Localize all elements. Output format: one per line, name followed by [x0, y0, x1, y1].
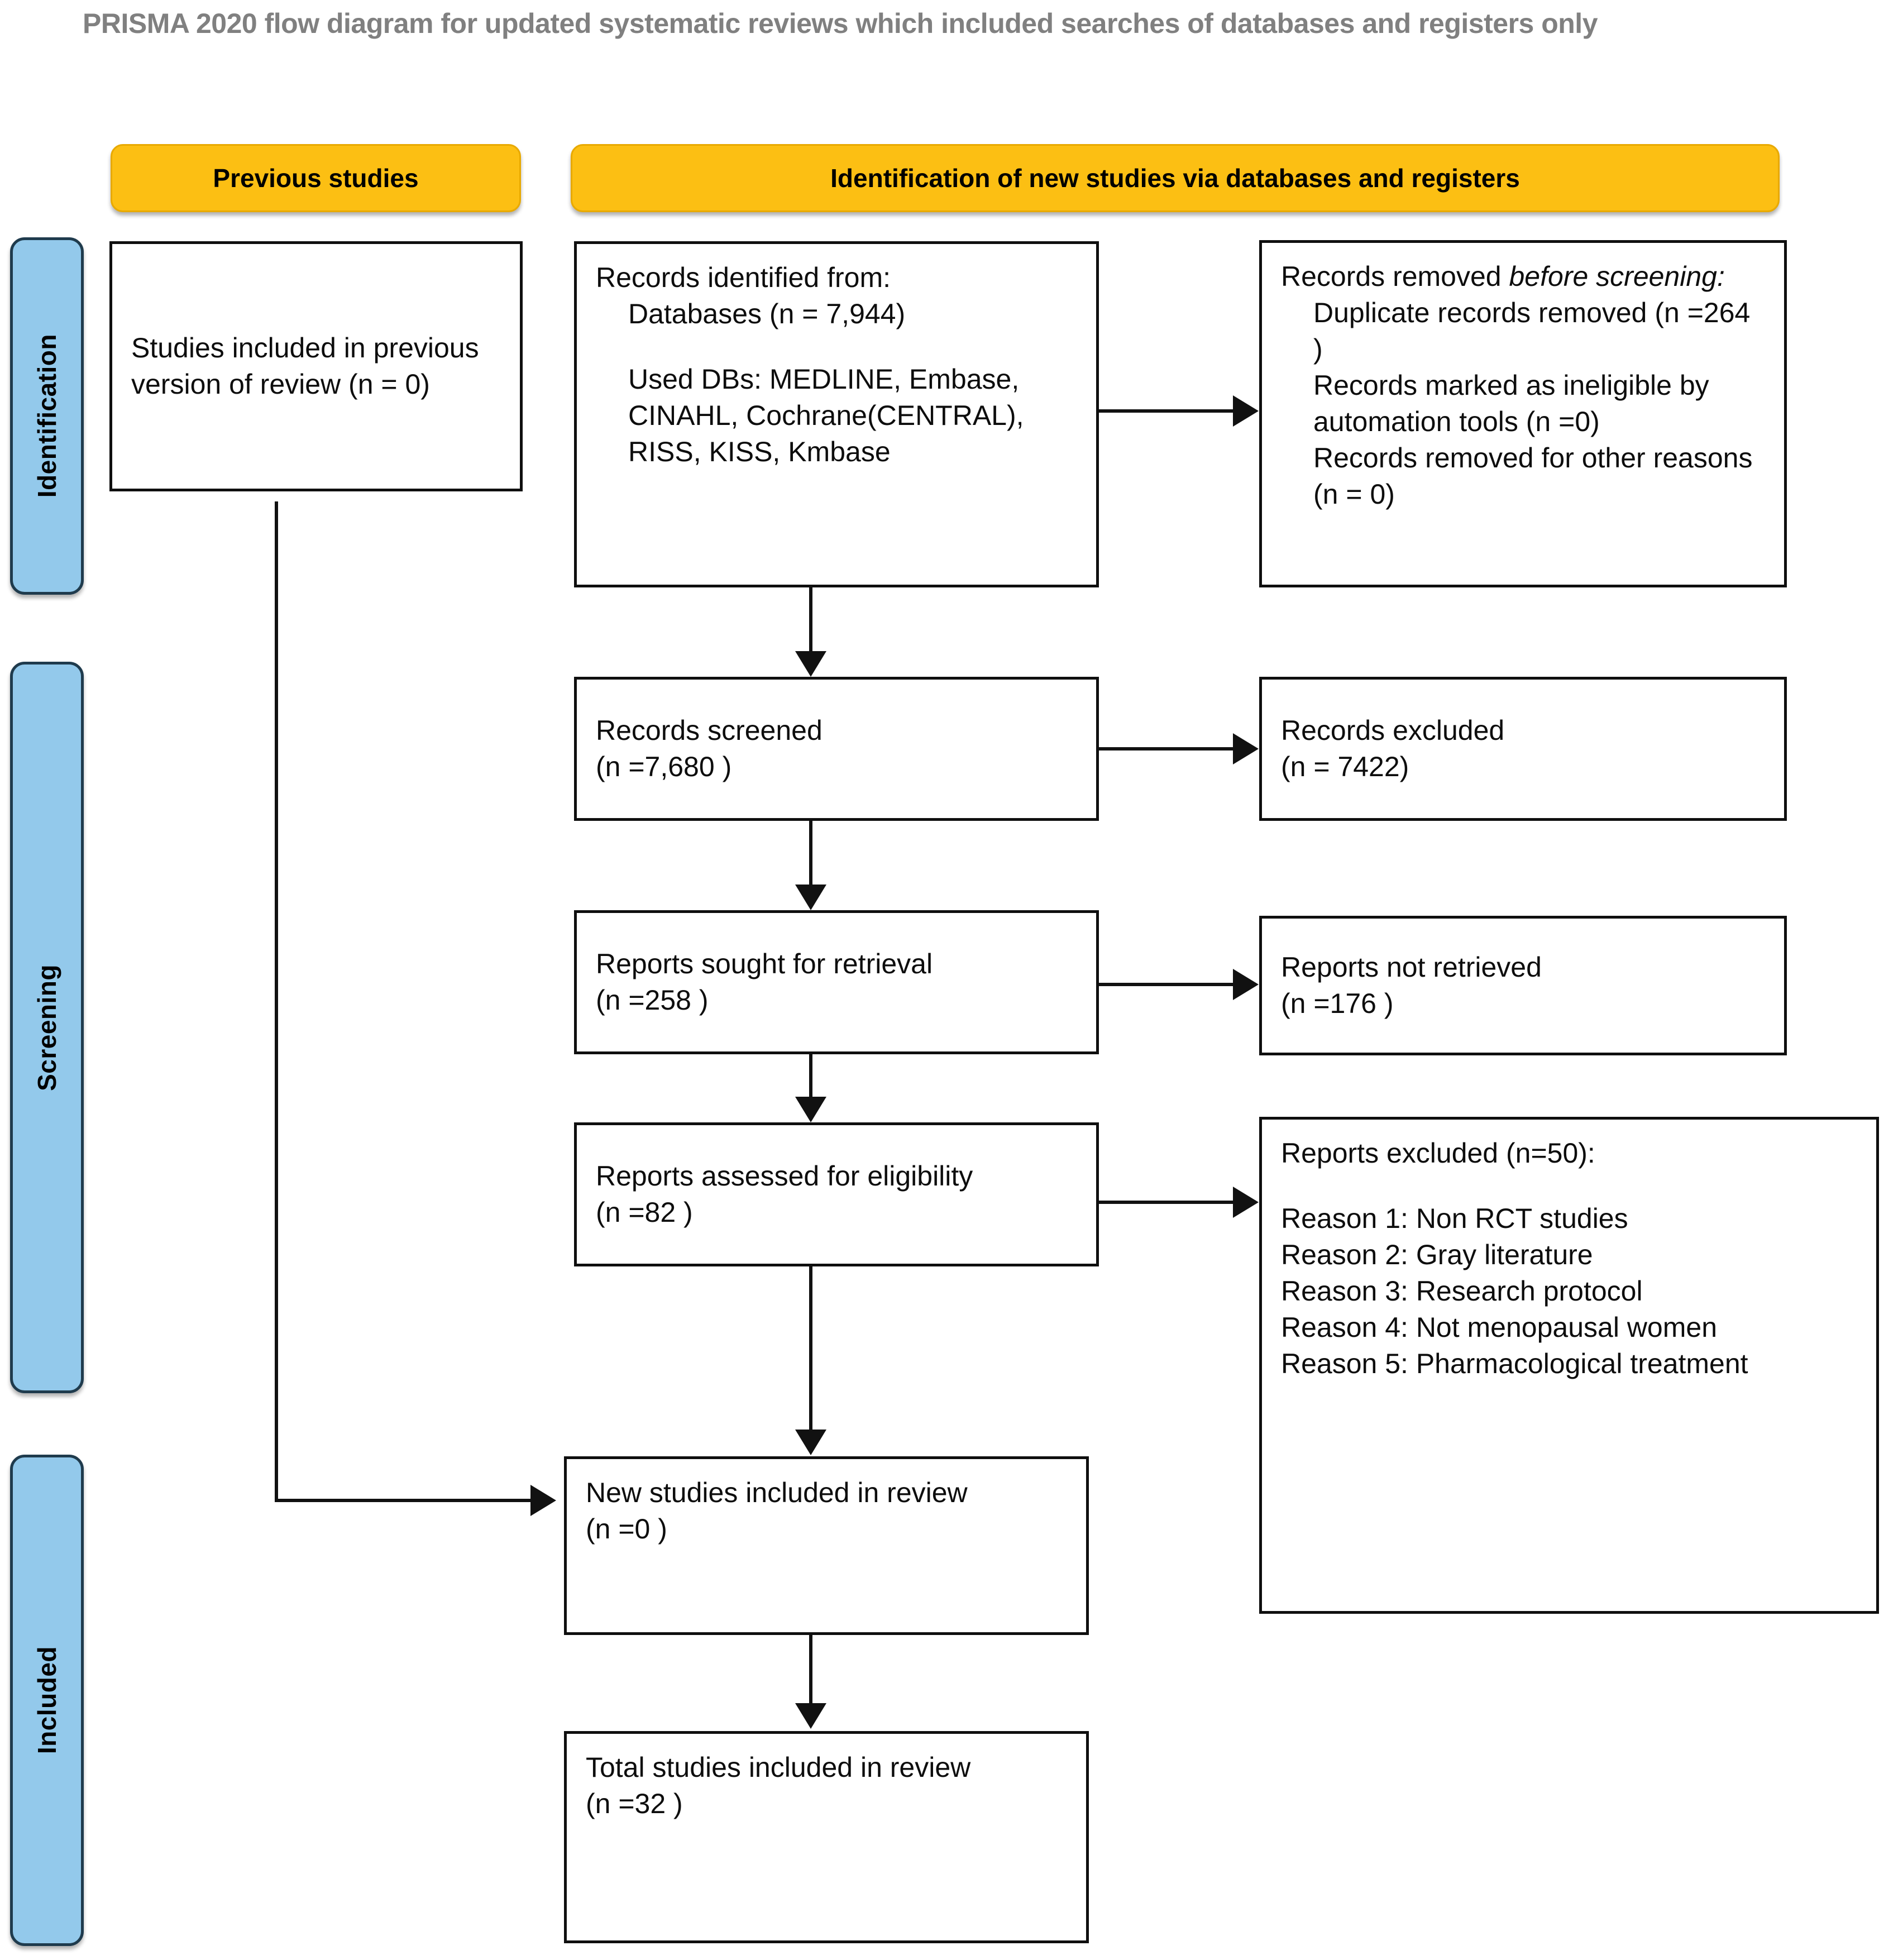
box-reports-excluded: Reports excluded (n=50): Reason 1: Non R… [1259, 1117, 1879, 1614]
box-records-identified-databases: Databases (n = 7,944) [628, 298, 906, 329]
box-reports-excluded-heading: Reports excluded (n=50): [1281, 1137, 1595, 1169]
box-total-studies-included: Total studies included in review (n =32 … [564, 1731, 1089, 1943]
connector-new-to-total-included [809, 1635, 812, 1704]
connector-assessed-to-new-included [809, 1266, 812, 1431]
connector-sought-to-assessed [809, 1054, 812, 1099]
box-records-removed-heading: Records removed before screening: [1281, 259, 1765, 295]
box-previous-studies-included-text: Studies included in previous version of … [131, 332, 479, 400]
box-records-identified-dbs-used: Used DBs: MEDLINE, Embase, CINAHL, Cochr… [628, 364, 1024, 467]
box-reports-not-retrieved-text: Reports not retrieved (n =176 ) [1281, 952, 1542, 1019]
box-reports-not-retrieved: Reports not retrieved (n =176 ) [1259, 916, 1787, 1055]
spacer [1281, 1172, 1857, 1201]
connector-previous-to-new-vertical [275, 501, 278, 1502]
box-total-studies-included-text: Total studies included in review (n =32 … [586, 1752, 971, 1819]
arrowhead-sought-to-not-retrieved [1233, 969, 1259, 1000]
header-previous-studies: Previous studies [111, 144, 521, 212]
box-records-identified-heading: Records identified from: [596, 262, 891, 293]
stage-tab-included: Included [10, 1455, 84, 1946]
header-identification-new-studies-label: Identification of new studies via databa… [830, 164, 1520, 193]
connector-assessed-to-reports-excluded [1099, 1201, 1234, 1204]
box-reports-excluded-reasons: Reason 1: Non RCT studies Reason 2: Gray… [1281, 1203, 1748, 1379]
box-records-screened: Records screened (n =7,680 ) [574, 677, 1099, 821]
page-title: PRISMA 2020 flow diagram for updated sys… [83, 8, 1598, 39]
arrowhead-new-to-total-included [795, 1703, 826, 1729]
stage-tab-identification-label: Identification [32, 334, 61, 498]
box-reports-sought-text: Reports sought for retrieval (n =258 ) [596, 948, 933, 1016]
box-previous-studies-included: Studies included in previous version of … [109, 241, 523, 491]
stage-tab-screening: Screening [10, 662, 84, 1393]
box-records-removed-automation: Records marked as ineligible by automati… [1313, 370, 1709, 437]
stage-tab-identification: Identification [10, 237, 84, 595]
box-records-removed-before-screening: Records removed before screening: Duplic… [1259, 240, 1787, 587]
connector-screened-to-excluded [1099, 747, 1234, 750]
box-records-identified: Records identified from: Databases (n = … [574, 241, 1099, 587]
arrowhead-identified-to-removed [1233, 395, 1259, 427]
arrowhead-screened-to-sought [795, 885, 826, 910]
connector-identified-to-removed [1099, 409, 1234, 413]
stage-tab-screening-label: Screening [32, 964, 61, 1091]
box-records-removed-heading-italic: before screening [1509, 261, 1717, 292]
box-records-removed-other: Records removed for other reasons (n = 0… [1313, 442, 1753, 510]
box-records-screened-text: Records screened (n =7,680 ) [596, 715, 823, 782]
arrowhead-identified-to-screened [795, 651, 826, 677]
box-records-excluded: Records excluded (n = 7422) [1259, 677, 1787, 821]
box-reports-sought-for-retrieval: Reports sought for retrieval (n =258 ) [574, 910, 1099, 1054]
box-reports-assessed-text: Reports assessed for eligibility (n =82 … [596, 1160, 973, 1228]
arrowhead-sought-to-assessed [795, 1097, 826, 1122]
spacer [596, 332, 1077, 361]
box-new-studies-included-text: New studies included in review (n =0 ) [586, 1477, 968, 1545]
stage-tab-included-label: Included [32, 1646, 61, 1755]
arrowhead-screened-to-excluded [1233, 733, 1259, 764]
connector-identified-to-screened [809, 587, 812, 653]
arrowhead-previous-to-new-included [530, 1485, 556, 1516]
box-records-removed-heading-colon: : [1716, 261, 1725, 292]
connector-screened-to-sought [809, 821, 812, 887]
box-records-excluded-text: Records excluded (n = 7422) [1281, 715, 1505, 782]
box-records-removed-duplicates: Duplicate records removed (n =264 ) [1313, 297, 1751, 365]
connector-sought-to-not-retrieved [1099, 983, 1234, 986]
header-previous-studies-label: Previous studies [213, 164, 419, 193]
header-identification-new-studies: Identification of new studies via databa… [571, 144, 1780, 212]
arrowhead-assessed-to-new-included [795, 1430, 826, 1455]
connector-previous-to-new-horizontal [275, 1499, 533, 1502]
box-reports-assessed-for-eligibility: Reports assessed for eligibility (n =82 … [574, 1122, 1099, 1266]
arrowhead-assessed-to-reports-excluded [1233, 1187, 1259, 1218]
box-records-removed-heading-plain: Records removed [1281, 261, 1509, 292]
box-new-studies-included: New studies included in review (n =0 ) [564, 1456, 1089, 1635]
